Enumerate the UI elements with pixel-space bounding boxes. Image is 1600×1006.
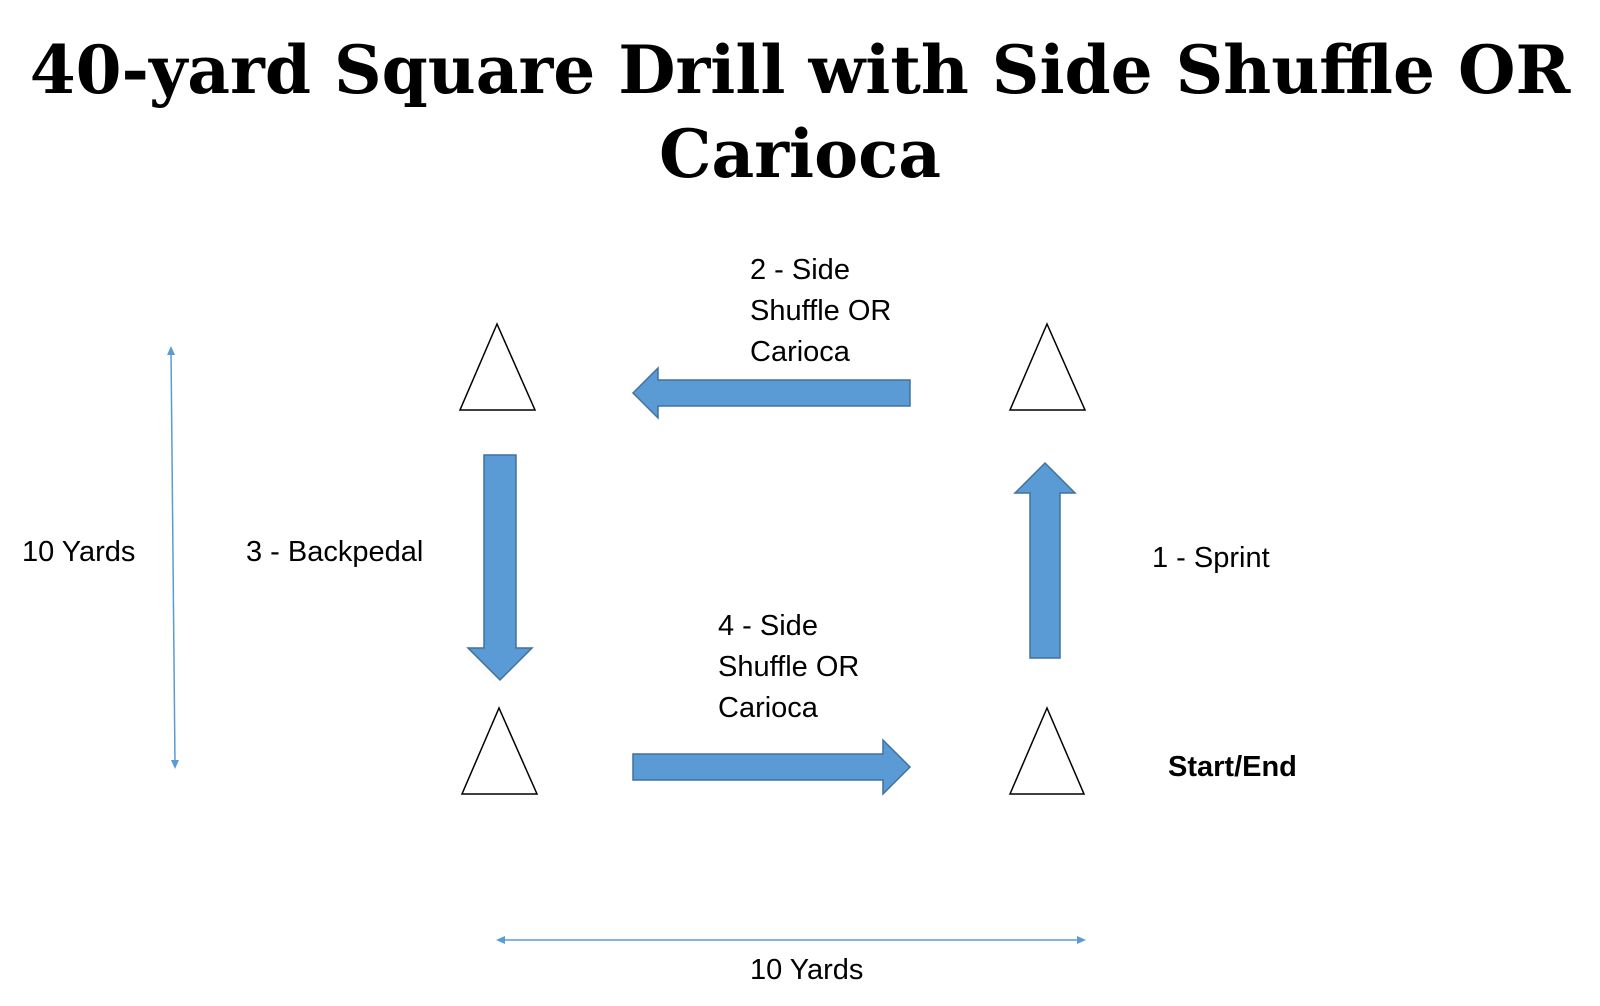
step2-line2: Shuffle OR — [750, 295, 892, 327]
cone-top-right-icon — [1008, 322, 1087, 411]
arrow-up-sprint-icon — [1013, 461, 1077, 659]
horizontal-dimension-label: 10 Yards — [750, 954, 864, 986]
vertical-dimension-line — [167, 346, 179, 769]
start-end-label: Start/End — [1168, 751, 1297, 783]
cone-bottom-right-icon — [1008, 706, 1086, 795]
step4-line1: 4 - Side — [718, 610, 818, 642]
cone-bottom-left-icon — [460, 706, 539, 795]
step2-line3: Carioca — [750, 336, 850, 368]
step4-line3: Carioca — [718, 692, 818, 724]
step3-label: 3 - Backpedal — [246, 536, 424, 568]
cone-top-left-icon — [458, 322, 537, 411]
step4-label: 4 - Side Shuffle OR Carioca — [718, 606, 908, 729]
page-title: 40-yard Square Drill with Side Shuffle O… — [29, 31, 1571, 193]
step4-line2: Shuffle OR — [718, 651, 860, 683]
vertical-dimension-label: 10 Yards — [22, 536, 136, 568]
arrow-left-shuffle-icon — [631, 366, 911, 420]
step1-label: 1 - Sprint — [1152, 542, 1270, 574]
arrow-down-backpedal-icon — [466, 454, 534, 682]
arrow-right-shuffle-icon — [632, 738, 912, 796]
step2-line1: 2 - Side — [750, 254, 850, 286]
step2-label: 2 - Side Shuffle OR Carioca — [750, 250, 940, 373]
